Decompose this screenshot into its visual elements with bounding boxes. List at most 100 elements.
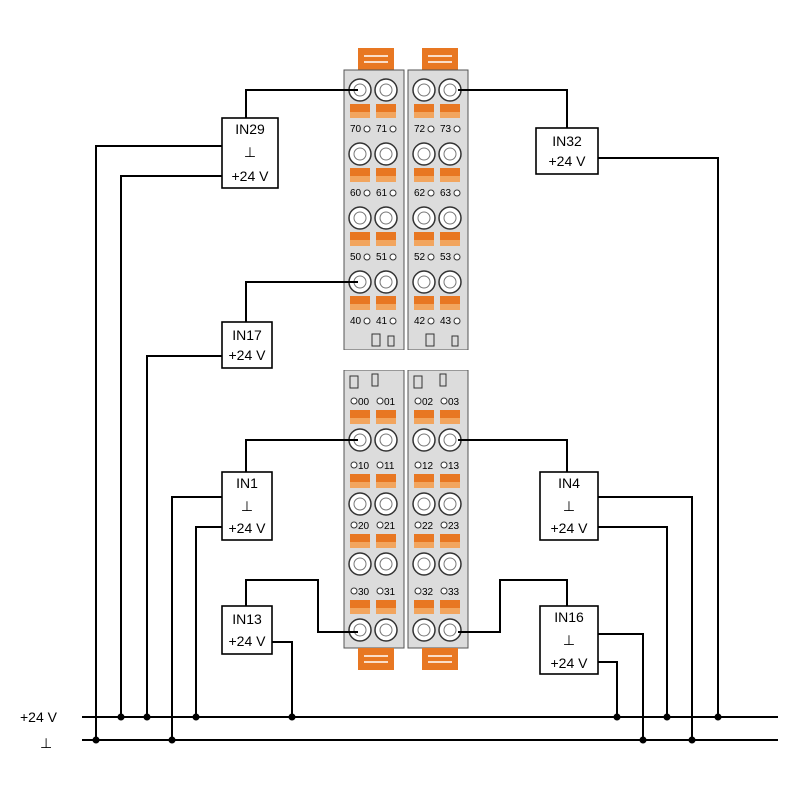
push-button — [414, 232, 434, 240]
device-in13: IN13 +24 V — [221, 605, 273, 655]
device-in1: IN1 ⊥ +24 V — [221, 471, 273, 541]
push-button — [350, 168, 370, 176]
push-button — [440, 168, 460, 176]
release-tab-top-left — [358, 48, 394, 70]
terminal-hole — [412, 142, 436, 166]
terminal-number: 53 — [440, 252, 452, 263]
device-label: IN13 — [232, 611, 262, 627]
terminal-number: 32 — [422, 587, 434, 598]
push-button — [440, 232, 460, 240]
terminal-number: 22 — [422, 521, 434, 532]
push-button — [376, 410, 396, 418]
push-button — [414, 410, 434, 418]
push-button — [376, 296, 396, 304]
supply-label: +24 V — [229, 633, 267, 649]
device-in29: IN29 ⊥ +24 V — [221, 117, 279, 189]
push-button — [350, 232, 370, 240]
device-in32: IN32 +24 V — [535, 127, 599, 175]
terminal-hole — [348, 492, 372, 516]
ground-symbol: ⊥ — [241, 498, 253, 514]
supply-label: +24 V — [551, 655, 589, 671]
push-button — [376, 104, 396, 112]
push-button — [414, 104, 434, 112]
terminal-hole — [438, 142, 462, 166]
push-button — [414, 168, 434, 176]
terminal-hole — [374, 618, 398, 642]
terminal-hole — [374, 78, 398, 102]
push-button — [376, 534, 396, 542]
supply-label: +24 V — [551, 520, 589, 536]
terminal-hole — [412, 618, 436, 642]
terminal-number: 11 — [384, 461, 395, 472]
terminal-number: 41 — [376, 316, 388, 327]
terminal-number: 70 — [350, 124, 362, 135]
terminal-hole — [374, 142, 398, 166]
device-label: IN1 — [236, 475, 258, 491]
terminal-number: 61 — [376, 188, 388, 199]
push-button — [350, 104, 370, 112]
terminal-hole — [412, 492, 436, 516]
terminal-hole — [412, 428, 436, 452]
terminal-hole — [412, 552, 436, 576]
push-button — [376, 600, 396, 608]
ground-symbol: ⊥ — [244, 144, 256, 160]
terminal-number: 51 — [376, 252, 388, 263]
terminal-hole — [348, 618, 372, 642]
supply-label: +24 V — [232, 168, 270, 184]
supply-label: +24 V — [549, 153, 587, 169]
terminal-hole — [438, 492, 462, 516]
terminal-number: 42 — [414, 316, 426, 327]
release-tab-top-right — [422, 48, 458, 70]
push-button — [350, 410, 370, 418]
terminal-number: 23 — [448, 521, 460, 532]
device-label: IN29 — [235, 121, 265, 137]
terminal-number: 30 — [358, 587, 370, 598]
release-tab-bottom-left — [358, 648, 394, 670]
terminal-number: 43 — [440, 316, 452, 327]
push-button — [376, 168, 396, 176]
terminal-number: 50 — [350, 252, 362, 263]
terminal-hole — [374, 206, 398, 230]
push-button — [350, 600, 370, 608]
ground-rail-label: ⊥ — [40, 735, 52, 751]
push-button — [440, 600, 460, 608]
terminal-hole — [348, 206, 372, 230]
push-button — [350, 534, 370, 542]
terminal-number: 40 — [350, 316, 362, 327]
terminal-number: 73 — [440, 124, 452, 135]
push-button — [440, 534, 460, 542]
terminal-hole — [412, 270, 436, 294]
terminal-number: 01 — [384, 397, 396, 408]
push-button — [414, 474, 434, 482]
terminal-number: 21 — [384, 521, 396, 532]
supply-label: +24 V — [229, 520, 267, 536]
terminal-hole — [438, 206, 462, 230]
push-button — [440, 104, 460, 112]
terminal-number: 72 — [414, 124, 426, 135]
terminal-hole — [438, 618, 462, 642]
terminal-number: 63 — [440, 188, 452, 199]
device-label: IN16 — [554, 609, 584, 625]
terminal-hole — [412, 206, 436, 230]
push-button — [440, 410, 460, 418]
terminal-number: 03 — [448, 397, 460, 408]
terminal-hole — [438, 78, 462, 102]
device-in4: IN4 ⊥ +24 V — [539, 471, 599, 541]
terminal-hole — [438, 552, 462, 576]
release-tab-bottom-right — [422, 648, 458, 670]
terminal-hole — [374, 552, 398, 576]
push-button — [350, 474, 370, 482]
terminal-number: 52 — [414, 252, 426, 263]
ground-symbol: ⊥ — [563, 498, 575, 514]
terminal-hole — [374, 492, 398, 516]
terminal-number: 10 — [358, 461, 370, 472]
terminal-hole — [374, 428, 398, 452]
terminal-hole — [348, 552, 372, 576]
push-button — [414, 296, 434, 304]
push-button — [350, 296, 370, 304]
terminal-hole — [348, 142, 372, 166]
push-button — [414, 600, 434, 608]
device-label: IN17 — [232, 327, 262, 343]
